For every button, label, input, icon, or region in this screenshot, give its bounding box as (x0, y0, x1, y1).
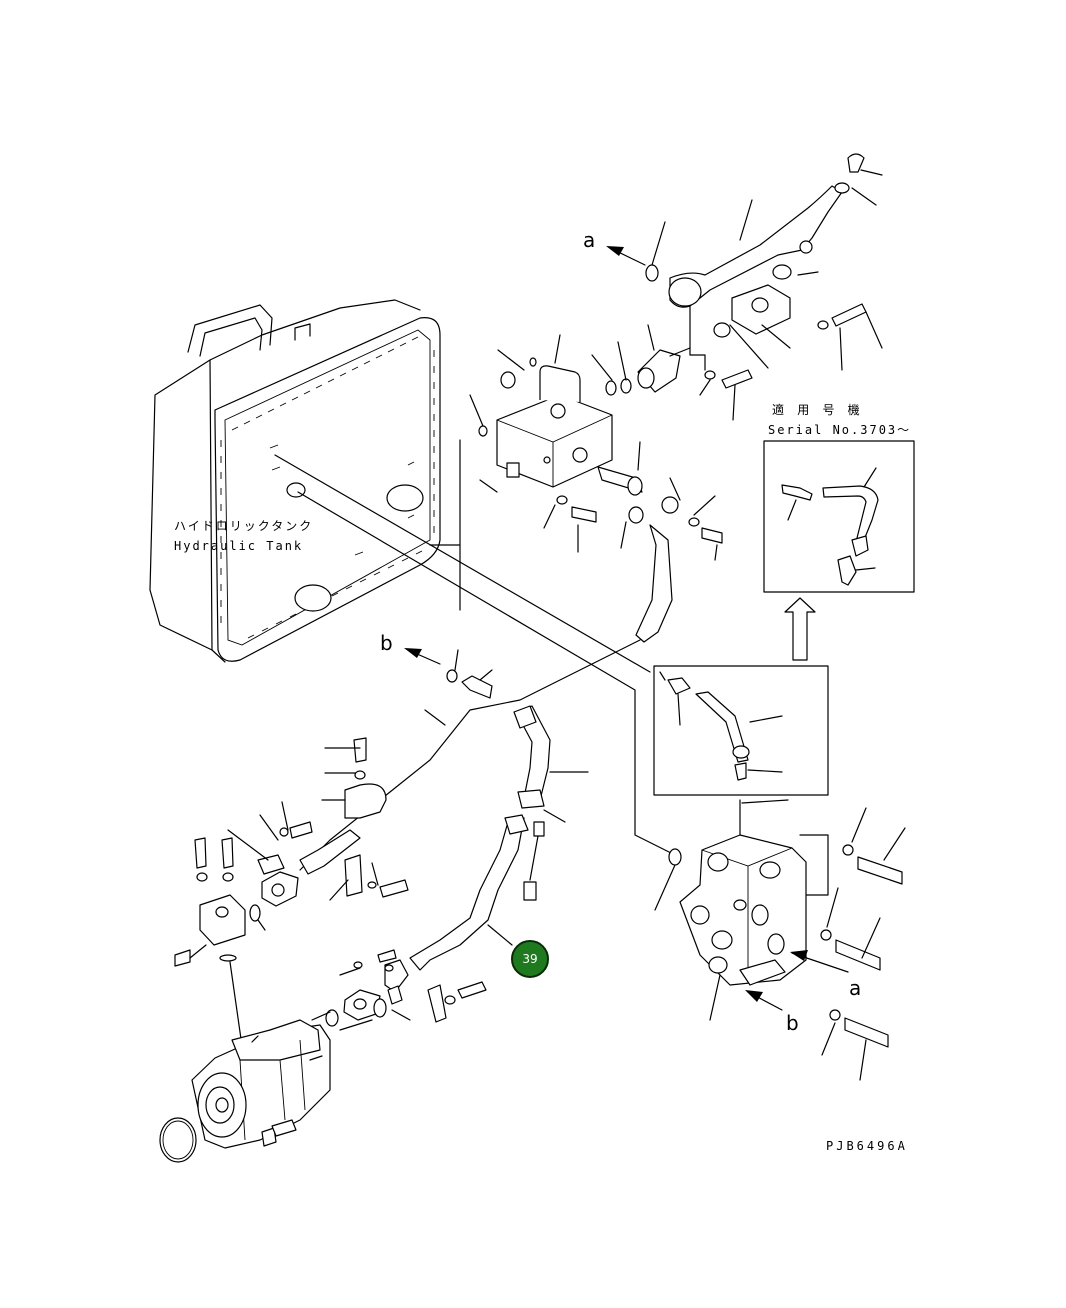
ref-arrow-b-right (745, 990, 783, 1011)
up-arrow (784, 597, 816, 661)
ref-arrow-b-left (404, 648, 441, 665)
ref-arrow-a-top (606, 246, 646, 266)
serial-inset-box (763, 440, 915, 593)
main-control-valve (654, 807, 906, 1081)
callout-number: 39 (522, 952, 538, 966)
lower-inset-box (653, 665, 829, 796)
ref-arrow-a-right (790, 950, 849, 973)
ref-label-a-right: a (849, 976, 862, 1000)
tank-label-en: Hydraulic Tank (174, 539, 304, 553)
serial-label-jp: 適 用 号 機 (772, 403, 863, 417)
tank-label-jp: ハイドロリックタンク (174, 519, 314, 533)
ref-label-b-right: b (786, 1011, 799, 1035)
clamp-bracket-group (174, 737, 409, 1061)
hydraulic-pump (159, 1019, 331, 1163)
hose-and-fittings (299, 524, 673, 1031)
serial-label-en: Serial No.3703～ (768, 423, 912, 437)
callout-badge-39[interactable]: 39 (511, 940, 549, 978)
ref-label-b-left: b (380, 631, 393, 655)
hydraulic-tank (149, 299, 441, 663)
valve-block (469, 324, 723, 561)
drawing-code: PJB6496A (826, 1139, 908, 1153)
upper-pipe-assembly (645, 153, 883, 421)
ref-label-a-top: a (583, 228, 596, 252)
